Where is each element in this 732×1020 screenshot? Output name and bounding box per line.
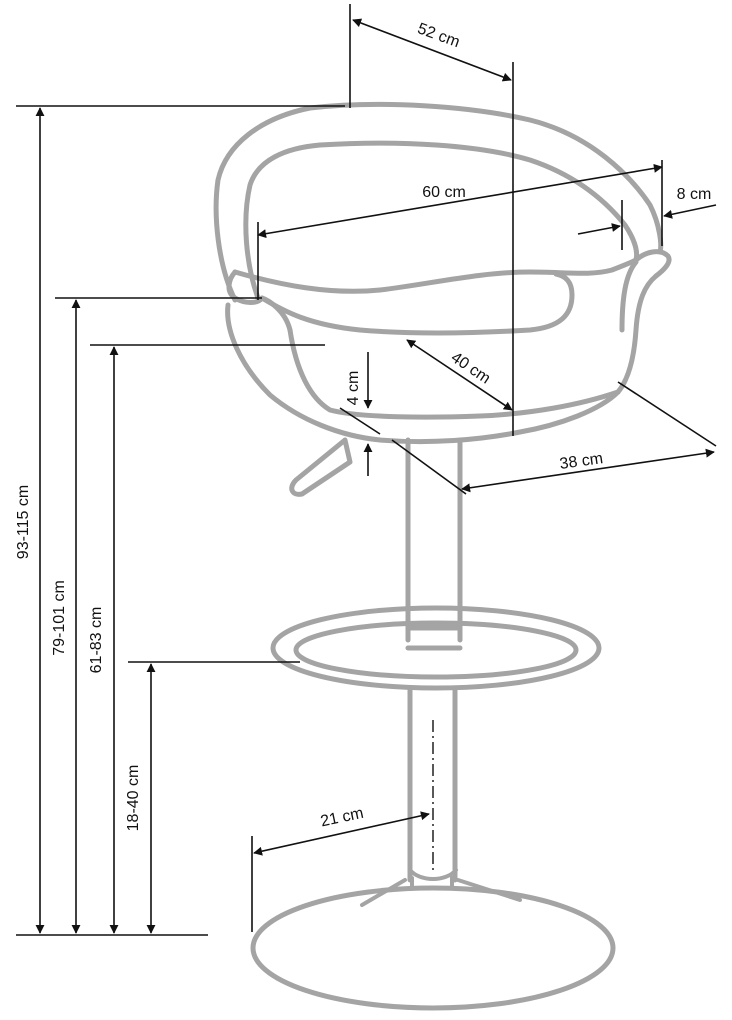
dim-38-arrow [461, 448, 715, 493]
dim-21-arrow [253, 811, 430, 856]
dim-4-ext [339, 407, 381, 435]
label-base-radius: 21 cm [319, 805, 365, 831]
dim-8-arrow-left [577, 223, 621, 235]
label-cushion-thickness: 4 cm [345, 371, 362, 406]
dim-40-arrow [406, 339, 513, 411]
dim-8-arrow-right [663, 204, 717, 219]
label-seat-width: 60 cm [422, 184, 466, 201]
dim-52-arrow [352, 18, 512, 82]
right-arm-inner [619, 259, 639, 333]
label-armrest-width: 8 cm [677, 186, 712, 203]
footrest-ring-outer [270, 605, 602, 691]
dim-38-ext-right [617, 381, 717, 447]
column-collar [405, 625, 463, 651]
label-footrest-height: 18-40 cm [125, 765, 142, 832]
base-disc [250, 885, 616, 1011]
chair-outline [213, 101, 672, 1011]
seat-front-rim [287, 327, 621, 420]
seat-underside [225, 302, 621, 445]
label-seat-height: 61-83 cm [88, 607, 105, 674]
footrest-ring-inner [293, 620, 579, 680]
dimension-lines [16, 4, 717, 936]
seat-top-edge [232, 257, 639, 294]
left-arm [226, 269, 293, 333]
right-arm-support [615, 273, 659, 395]
label-total-height: 93-115 cm [15, 485, 32, 559]
dim-60-arrow [257, 163, 663, 239]
label-seat-front-depth: 38 cm [559, 450, 605, 473]
column-lower [407, 685, 458, 883]
armrest-end [633, 249, 672, 279]
column-foot [408, 868, 458, 890]
gas-lever [289, 437, 353, 497]
seat-cushion [259, 271, 575, 336]
label-armrest-height: 79-101 cm [51, 580, 68, 656]
dim-38-ext-left [391, 439, 467, 495]
